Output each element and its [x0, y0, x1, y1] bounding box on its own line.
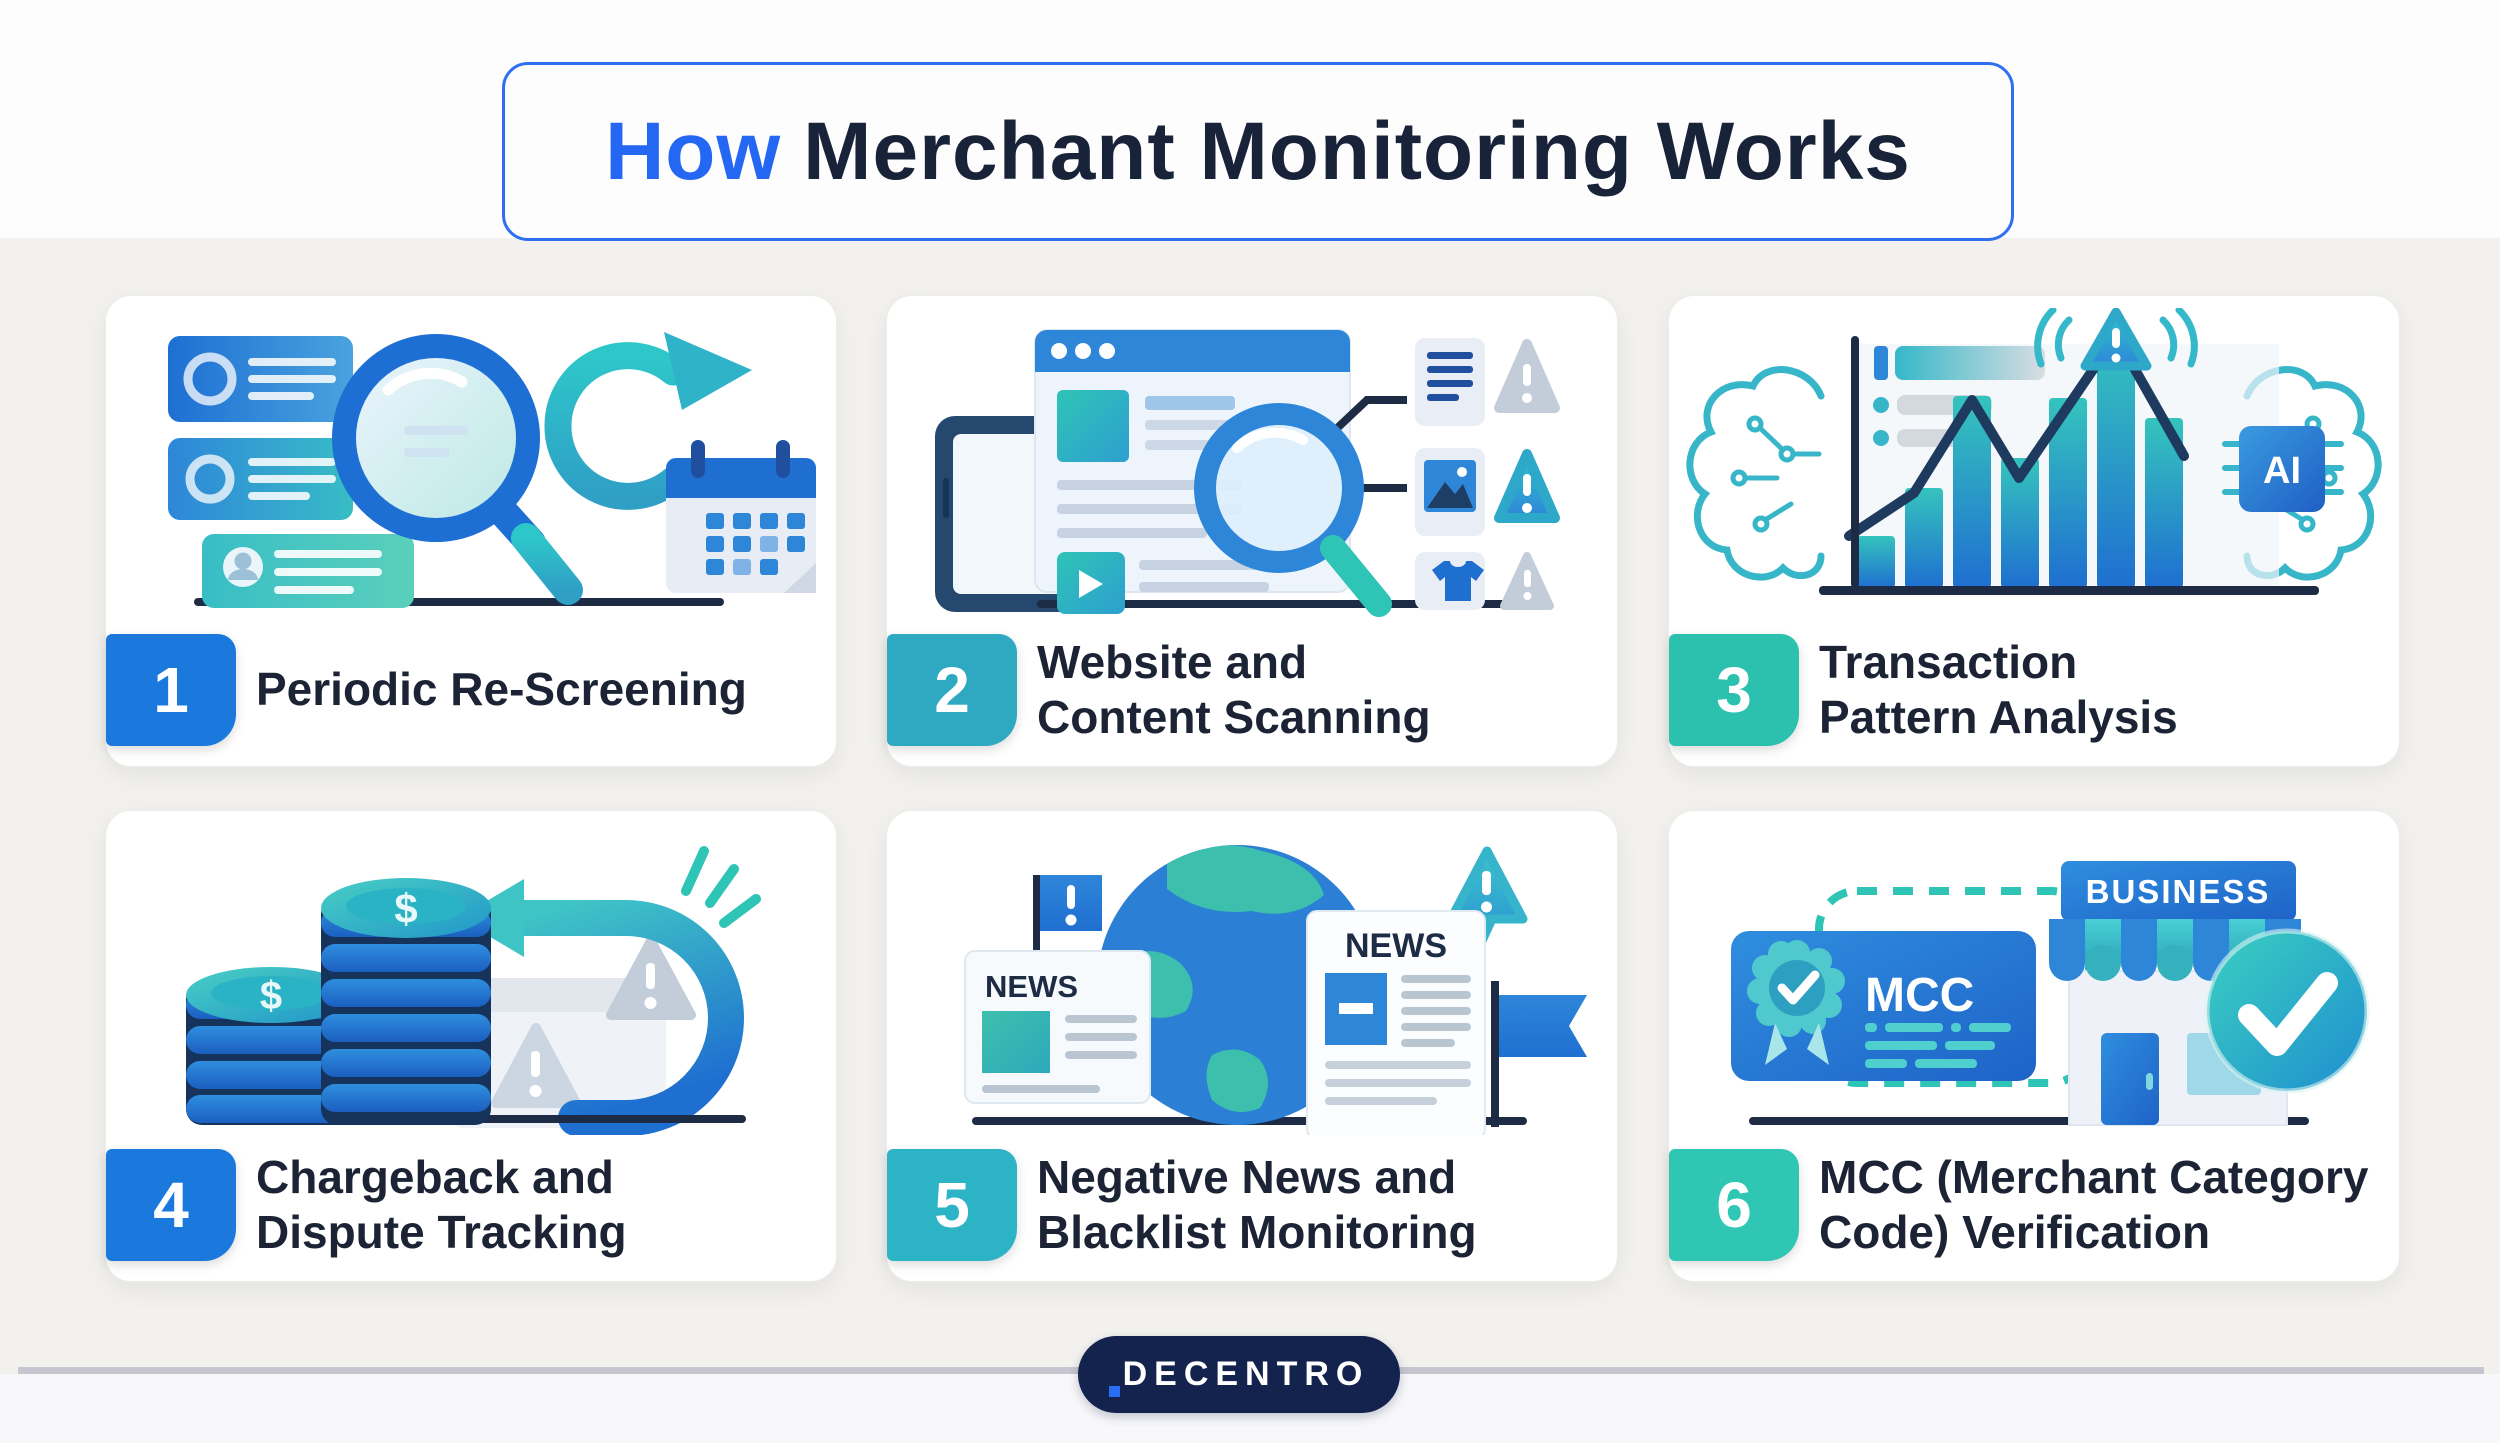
- warning-triangle-icon: [1494, 449, 1560, 523]
- step-number-badge: 2: [887, 634, 1017, 746]
- title-highlight: How: [605, 105, 782, 197]
- title-box: How Merchant Monitoring Works: [502, 62, 2014, 241]
- magnifier-icon: [1194, 403, 1392, 617]
- blacklist-flag-icon: [1033, 875, 1102, 955]
- news-card-left-icon: NEWS: [964, 950, 1151, 1104]
- bar-chart-icon: [1857, 338, 2183, 588]
- transaction-analysis-illustration: AI: [1669, 308, 2399, 620]
- card-periodic-rescreening: 1 Periodic Re-Screening: [105, 295, 837, 767]
- flagged-document-thumbnail: [1415, 338, 1560, 426]
- logo-dot-icon: [1108, 1386, 1120, 1397]
- ground-line: [1037, 600, 1535, 608]
- mcc-certificate-icon: MCC: [1731, 931, 2036, 1081]
- logo-text: DECENTRO: [1122, 1355, 1370, 1393]
- negative-news-illustration: NEWS NEWS: [887, 823, 1617, 1135]
- card-negative-news-blacklist: NEWS NEWS: [886, 810, 1618, 1282]
- awning: [2049, 919, 2301, 981]
- business-sign-label: BUSINESS: [2086, 873, 2271, 910]
- card-mcc-verification: BUSINESS: [1668, 810, 2400, 1282]
- ai-chip-label: AI: [2263, 450, 2301, 492]
- record-list-icon: [168, 336, 414, 608]
- website-scanning-illustration: [887, 308, 1617, 620]
- ai-chip-icon: AI: [2222, 426, 2344, 512]
- brain-circuit-left-icon: [1686, 366, 1825, 581]
- warning-triangle-icon: [1500, 552, 1554, 610]
- mcc-card-label: MCC: [1865, 969, 1974, 1022]
- news-headline: NEWS: [1345, 927, 1447, 965]
- dollar-sign: $: [260, 974, 282, 1018]
- flagged-product-thumbnail: [1415, 552, 1554, 610]
- certificate-lines: [1865, 1023, 2011, 1068]
- magnifier-icon: [332, 334, 583, 605]
- step-number-badge: 4: [106, 1149, 236, 1261]
- rosette-badge: [1747, 940, 1845, 1065]
- coin-stack-tall-icon: $: [321, 878, 491, 1125]
- card-label-row: 1 Periodic Re-Screening: [106, 632, 836, 752]
- verified-check-icon: [2204, 928, 2370, 1094]
- coin-stack-small-icon: $: [186, 967, 356, 1125]
- step-number-badge: 3: [1669, 634, 1799, 746]
- chargeback-tracking-illustration: $ $: [106, 823, 836, 1135]
- title-rest: Merchant Monitoring Works: [803, 105, 1911, 197]
- flagged-image-thumbnail: [1415, 448, 1560, 536]
- door: [2101, 1033, 2159, 1125]
- chart-axes: [1819, 336, 2319, 595]
- news-card-right-icon: NEWS: [1306, 910, 1486, 1135]
- refresh-arrow-icon: [544, 332, 752, 510]
- news-headline: NEWS: [985, 969, 1078, 1004]
- step-number-badge: 5: [887, 1149, 1017, 1261]
- periodic-rescreening-illustration: [106, 308, 836, 620]
- step-number-badge: 6: [1669, 1149, 1799, 1261]
- step-number-badge: 1: [106, 634, 236, 746]
- card-title: Periodic Re-Screening: [256, 663, 747, 716]
- mcc-verification-illustration: BUSINESS: [1669, 823, 2399, 1135]
- calendar-icon: [666, 440, 816, 593]
- decentro-logo-pill: DECENTRO: [1078, 1336, 1400, 1413]
- warning-triangle-icon: [1494, 339, 1560, 413]
- ribbon-flag-icon: [1491, 981, 1587, 1127]
- browser-alert-icon: [451, 936, 696, 1128]
- dollar-sign: $: [394, 885, 417, 932]
- spark-lines: [681, 846, 761, 928]
- alert-triangle-icon: [2034, 308, 2198, 371]
